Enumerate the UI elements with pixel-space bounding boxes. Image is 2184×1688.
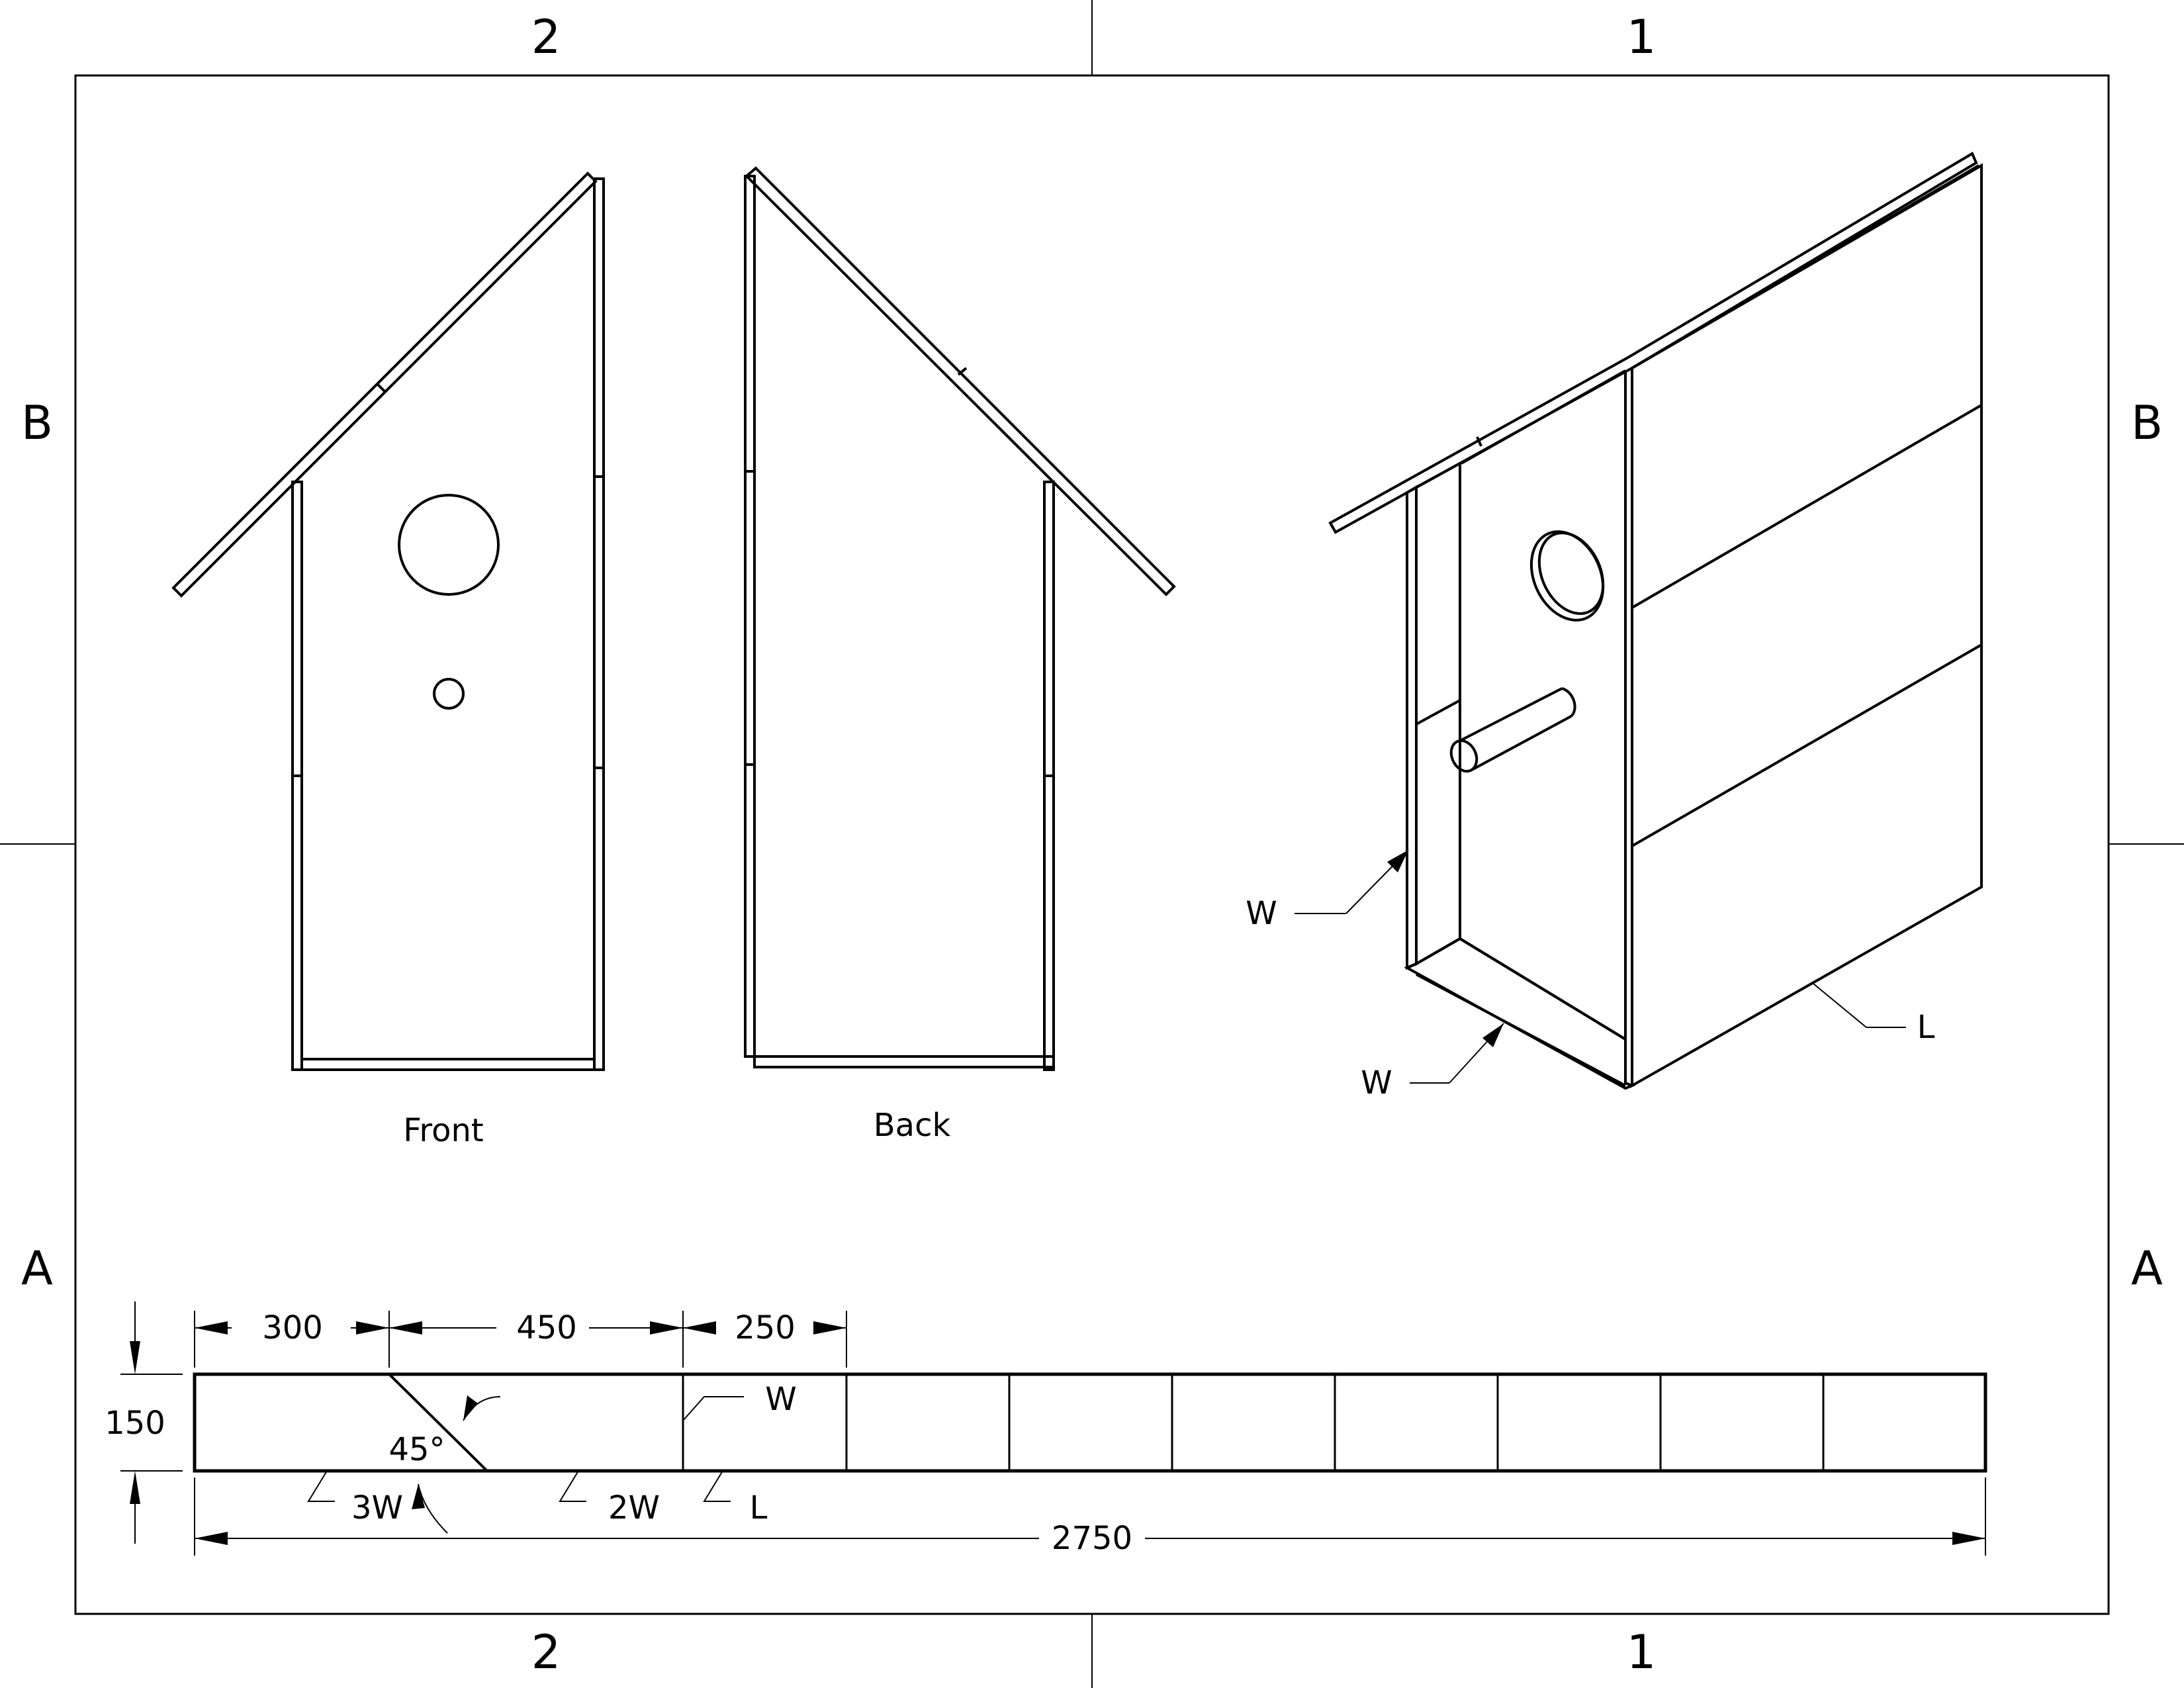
isometric-view (1295, 152, 1983, 1090)
zone-col-label: 1 (1627, 10, 1657, 64)
callout-l-side: L (1917, 1009, 1935, 1046)
back-view-label: Back (874, 1107, 951, 1144)
dimension-lines (120, 1301, 1986, 1556)
sheet-border (74, 74, 2110, 1615)
zone-row-label: A (2131, 1241, 2163, 1295)
zone-col-label: 2 (531, 10, 561, 64)
dimension-arrows (130, 1321, 1985, 1545)
dim-250: 250 (735, 1309, 796, 1346)
zone-col-label: 2 (531, 1625, 561, 1679)
callout-w-bottom: W (1361, 1064, 1392, 1102)
part-w: W (765, 1381, 796, 1418)
front-view (171, 171, 605, 1071)
arrow-head-icon (1387, 850, 1408, 872)
dim-450: 450 (516, 1309, 577, 1346)
zone-col-label: 1 (1627, 1625, 1657, 1679)
zone-row-label: A (21, 1241, 53, 1295)
part-2w: 2W (608, 1489, 660, 1526)
dim-300: 300 (262, 1309, 323, 1346)
zone-row-label: B (21, 396, 53, 450)
back-view (744, 166, 1176, 1071)
arrow-head-icon (1482, 1023, 1504, 1047)
zone-row-label: B (2131, 396, 2163, 450)
cut-plan-strip (193, 1372, 1987, 1473)
part-3w: 3W (351, 1489, 403, 1526)
callout-w-side: W (1246, 895, 1277, 932)
front-view-label: Front (403, 1112, 483, 1149)
dim-angle: 45° (388, 1431, 445, 1468)
dim-150: 150 (105, 1405, 165, 1442)
part-l: L (750, 1489, 768, 1526)
dim-2750: 2750 (1052, 1520, 1132, 1557)
